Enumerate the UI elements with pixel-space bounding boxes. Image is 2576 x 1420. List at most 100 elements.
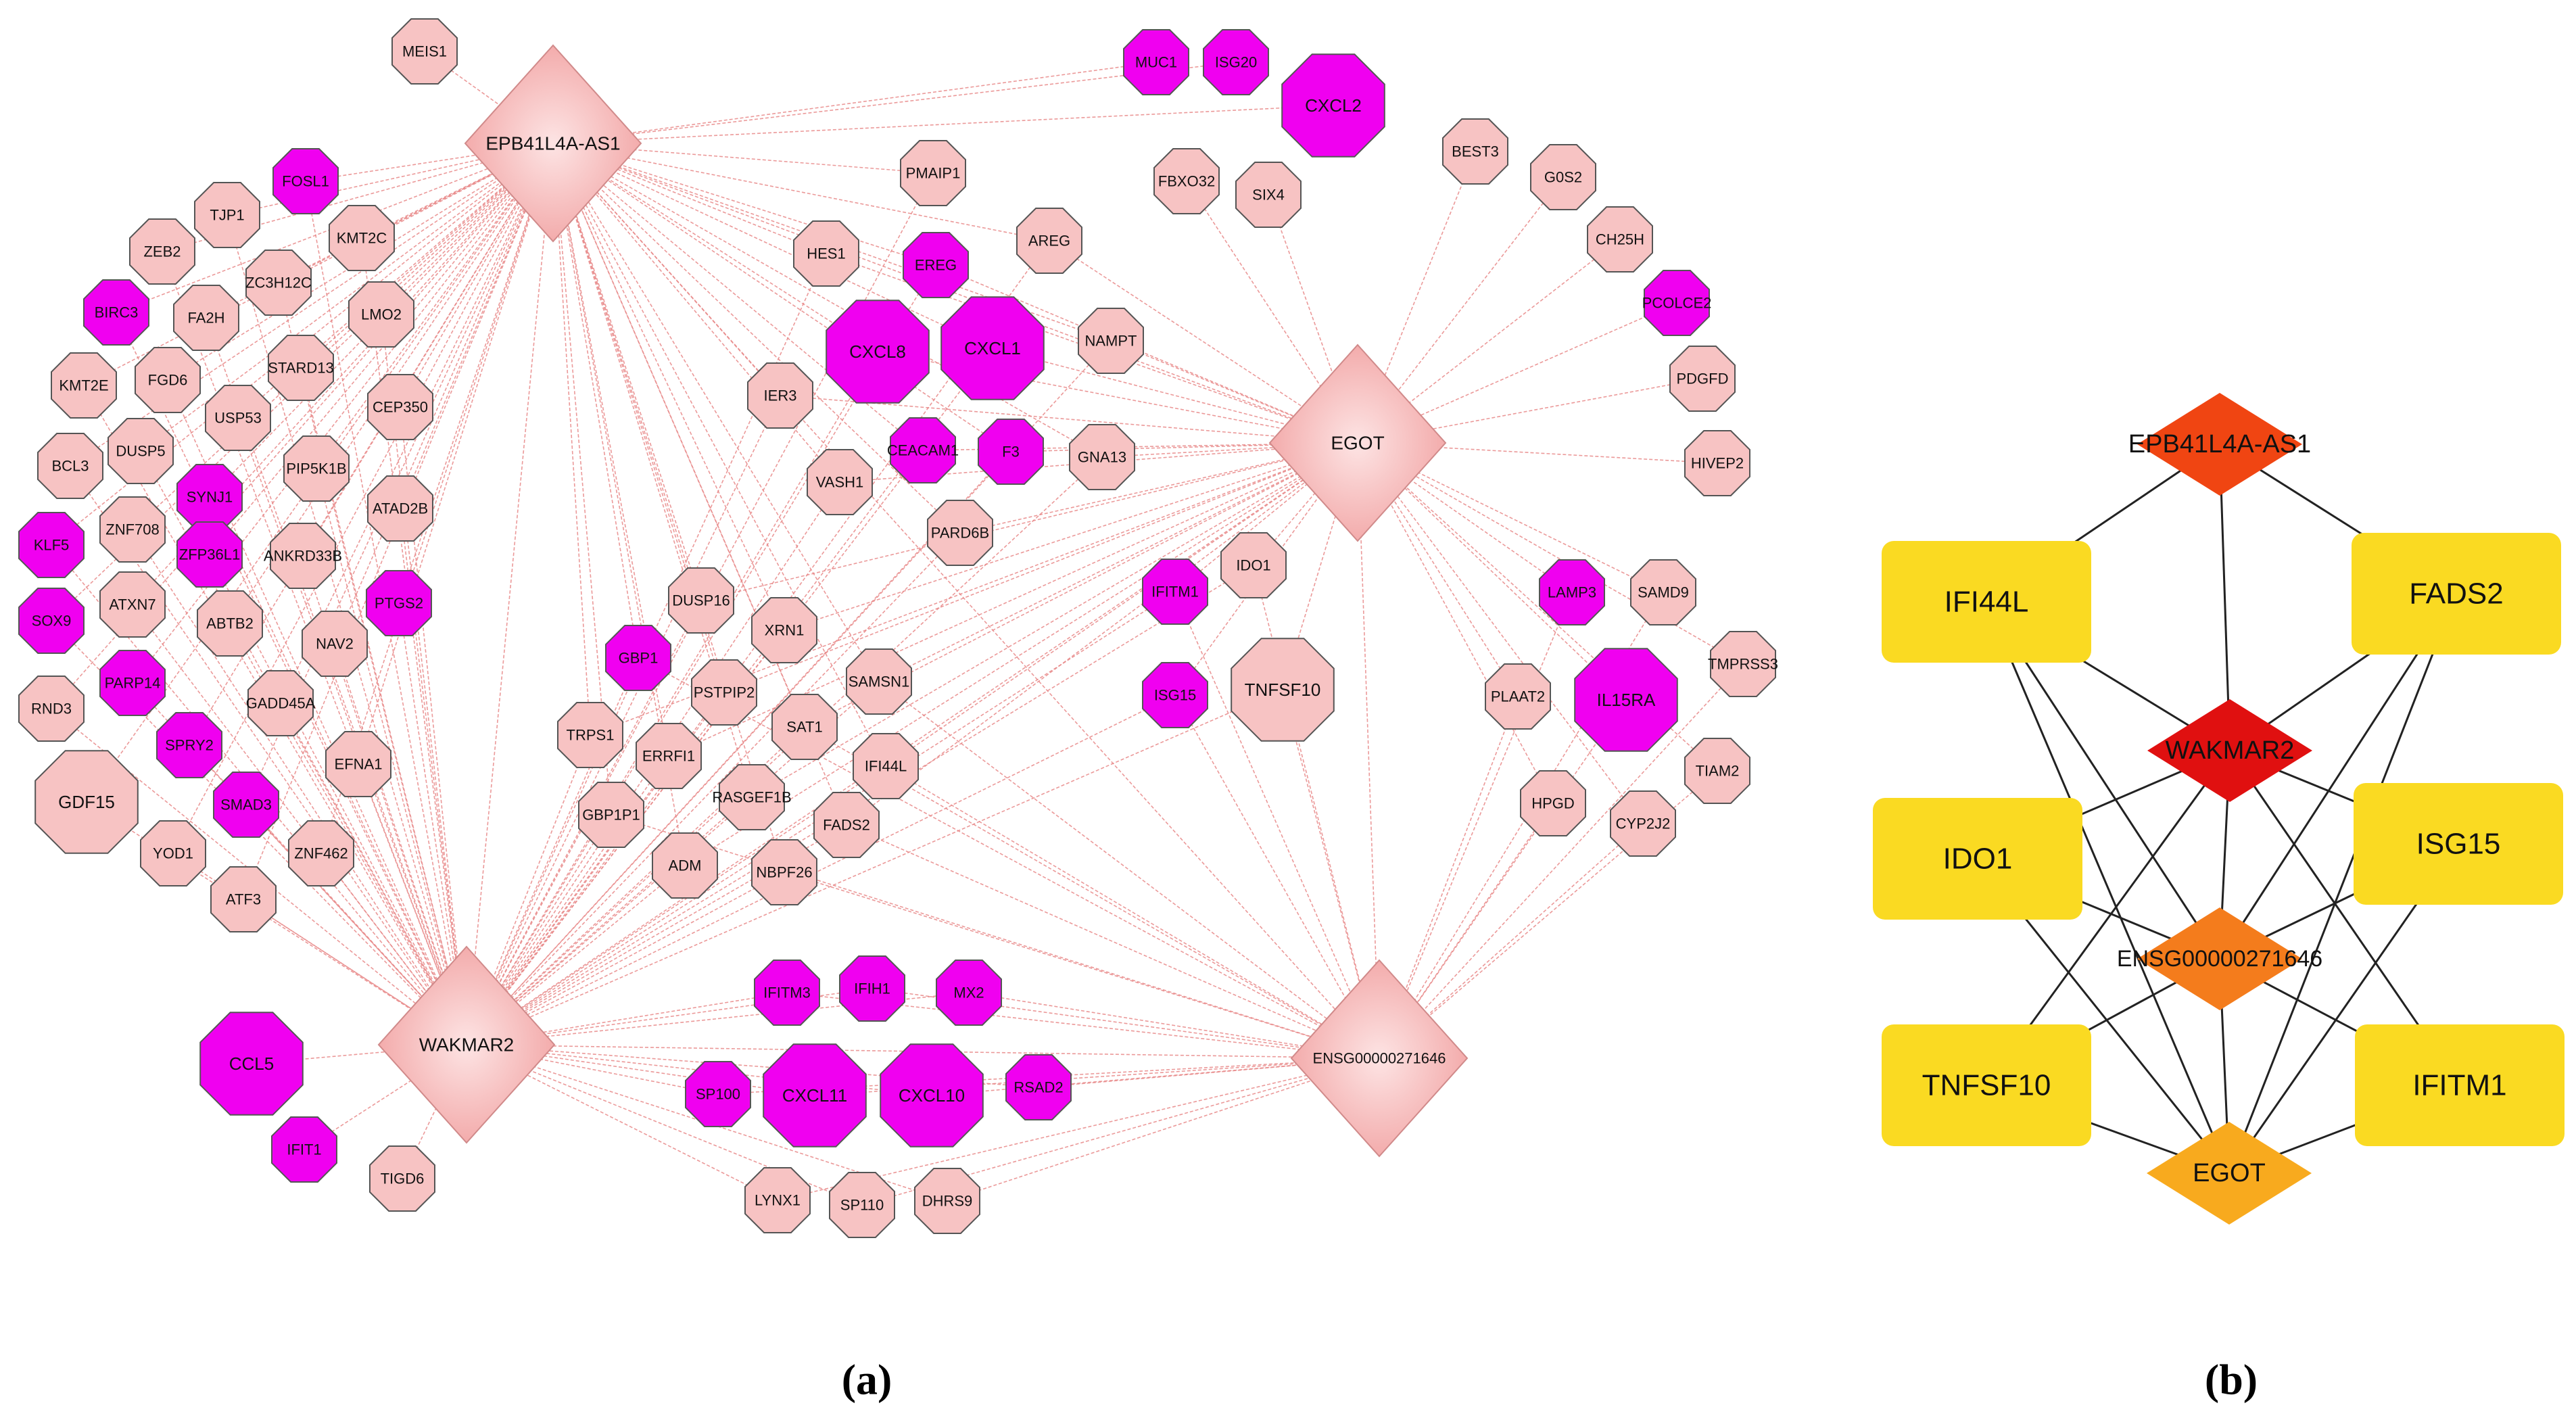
edge-synj1-wakmar2 [209, 496, 467, 1045]
edge-ido1-ensg00000271646 [1253, 565, 1380, 1059]
octagon-shape [1078, 308, 1144, 374]
edge-efna1-epb41l4a-as1 [358, 143, 554, 765]
octagon-shape [751, 597, 817, 663]
octagon-shape [1281, 53, 1385, 158]
edge-six4-egot [1268, 194, 1358, 444]
gene-label: PMAIP1 [906, 165, 961, 182]
octagon-shape [668, 567, 734, 634]
hub-diamond-ensg00000271646: ENSG00000271646 [2117, 907, 2322, 1010]
octagon-shape [268, 335, 334, 401]
gene-label: IFIH1 [854, 980, 890, 997]
octagon-shape [369, 1145, 435, 1212]
gene-label: HES1 [807, 245, 845, 262]
gene-node-dusp5: DUSP5 [108, 418, 174, 484]
gene-label: TIGD6 [381, 1170, 425, 1187]
gene-label: GDF15 [58, 792, 115, 812]
edge-ier3-wakmar2 [466, 395, 781, 1045]
gene-label: ISG15 [1154, 687, 1196, 704]
gene-node-tigd6: TIGD6 [369, 1145, 435, 1212]
edge-isg15-egot [1174, 442, 1358, 696]
gene-node-tnfsf10: TNFSF10 [1231, 638, 1335, 742]
edge-tjp1-wakmar2 [226, 214, 467, 1045]
gene-node-abtb2: ABTB2 [197, 590, 263, 657]
gene-label: FGD6 [148, 372, 188, 389]
gene-label: SMAD3 [220, 797, 272, 813]
octagon-shape [846, 648, 912, 715]
gene-label: HIVEP2 [1691, 455, 1744, 472]
octagon-shape [1530, 144, 1596, 210]
gene-label: PDGFD [1677, 371, 1729, 387]
gene-node-rasgef1b: RASGEF1B [712, 764, 792, 830]
gene-label: ATXN7 [109, 596, 156, 613]
gene-node-dusp16: DUSP16 [668, 567, 734, 634]
gene-node-sox9: SOX9 [18, 588, 85, 654]
edge-f3-wakmar2 [466, 451, 1011, 1045]
gene-node-zc3h12c: ZC3H12C [245, 250, 312, 316]
octagon-shape [1153, 148, 1220, 214]
rounded-rect-shape [1882, 541, 2091, 663]
edge-pip5k1b-epb41l4a-as1 [316, 143, 554, 469]
edge-gna13-epb41l4a-as1 [552, 143, 1103, 458]
edge-tiam2-ensg00000271646 [1379, 770, 1718, 1059]
octagon-shape [325, 731, 391, 797]
gene-label: MX2 [953, 985, 984, 1001]
gene-label: TRPS1 [567, 727, 615, 744]
gene-node-spry2: SPRY2 [156, 712, 222, 778]
octagon-shape [1485, 663, 1551, 730]
gene-label: IFITM3 [763, 985, 811, 1001]
octagon-shape [1610, 790, 1676, 857]
hub-diamond-epb41l4a-as1: EPB41L4A-AS1 [2128, 393, 2311, 496]
gene-node-sat1: SAT1 [771, 694, 838, 760]
gene-node-klf5: KLF5 [18, 512, 85, 578]
octagon-shape [1016, 208, 1082, 274]
octagon-shape [1684, 430, 1750, 496]
gene-label: ZEB2 [143, 243, 181, 260]
gene-node-rsad2: RSAD2 [1005, 1054, 1072, 1120]
gene-label: DUSP16 [672, 592, 730, 609]
edge-kmt2c-wakmar2 [361, 237, 467, 1045]
edge-cxcl2-epb41l4a-as1 [552, 105, 1334, 144]
edge-kmt2c-epb41l4a-as1 [361, 143, 554, 239]
gene-node-ereg: EREG [903, 232, 969, 298]
gene-node-zfp36l1: ZFP36L1 [176, 521, 243, 588]
gene-label: CXCL1 [964, 338, 1021, 358]
octagon-shape [853, 733, 919, 799]
gene-label: ABTB2 [206, 615, 254, 632]
gene-box-tnfsf10: TNFSF10 [1882, 1024, 2091, 1146]
gene-node-pmaip1: PMAIP1 [900, 140, 966, 206]
gene-node-zeb2: ZEB2 [129, 218, 195, 285]
edge-ifi44l-egot [1985, 601, 2231, 1174]
edge-cxcl1-wakmar2 [466, 348, 993, 1045]
octagon-shape [1005, 1054, 1072, 1120]
octagon-shape [1142, 662, 1208, 728]
edge-pard6b-epb41l4a-as1 [552, 143, 961, 534]
octagon-shape [367, 374, 433, 440]
edge-atad2b-epb41l4a-as1 [400, 143, 554, 509]
gene-label: ZNF708 [105, 521, 159, 538]
edge-tnfsf10-wakmar2 [466, 689, 1283, 1045]
edge-gbp1p1-epb41l4a-as1 [552, 143, 612, 815]
octagon-shape [744, 1167, 811, 1233]
gene-label: MUC1 [1135, 54, 1177, 71]
octagon-shape [1644, 270, 1710, 336]
octagon-shape [1142, 559, 1208, 625]
gene-label: CH25H [1596, 231, 1644, 248]
gene-node-ifitm3: IFITM3 [754, 960, 820, 1026]
gene-label: GADD45A [246, 695, 316, 712]
gene-label: KMT2E [59, 377, 108, 394]
hub-label: EPB41L4A-AS1 [2128, 430, 2311, 458]
octagon-shape [135, 347, 201, 413]
gene-node-plaat2: PLAAT2 [1485, 663, 1551, 730]
gene-node-cyp2j2: CYP2J2 [1610, 790, 1676, 857]
edge-nbpf26-wakmar2 [466, 872, 785, 1045]
gene-node-hpgd: HPGD [1520, 770, 1586, 836]
edge-samd9-ensg00000271646 [1379, 592, 1664, 1059]
octagon-shape [1231, 638, 1335, 742]
edge-isg15-wakmar2 [466, 694, 1176, 1045]
gene-label: NAV2 [316, 636, 354, 653]
gene-node-gadd45a: GADD45A [246, 670, 316, 736]
edge-ptgs2-wakmar2 [398, 602, 467, 1045]
octagon-shape [99, 571, 166, 638]
gene-node-isg20: ISG20 [1203, 29, 1269, 95]
